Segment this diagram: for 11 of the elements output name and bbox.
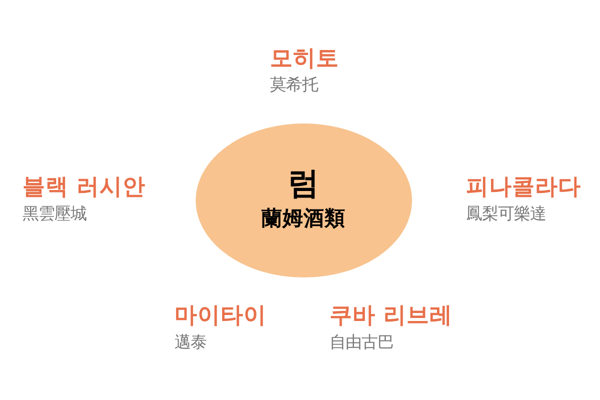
label: 블랙 러시안 [22,173,146,200]
label: 邁泰 [174,332,206,351]
label: 自由古巴 [330,332,394,351]
label: 모히토 [270,44,339,71]
label: 鳳梨可樂達 [466,203,546,222]
node-ellipse: 럼 蘭姆酒類 [196,122,412,277]
label: 쿠바 리브레 [330,302,452,328]
label: 마이타이 [174,302,266,328]
label: 피나콜라다 [466,173,582,200]
label: 莫希托 [270,74,318,94]
label: 黑雲壓城 [22,203,86,222]
